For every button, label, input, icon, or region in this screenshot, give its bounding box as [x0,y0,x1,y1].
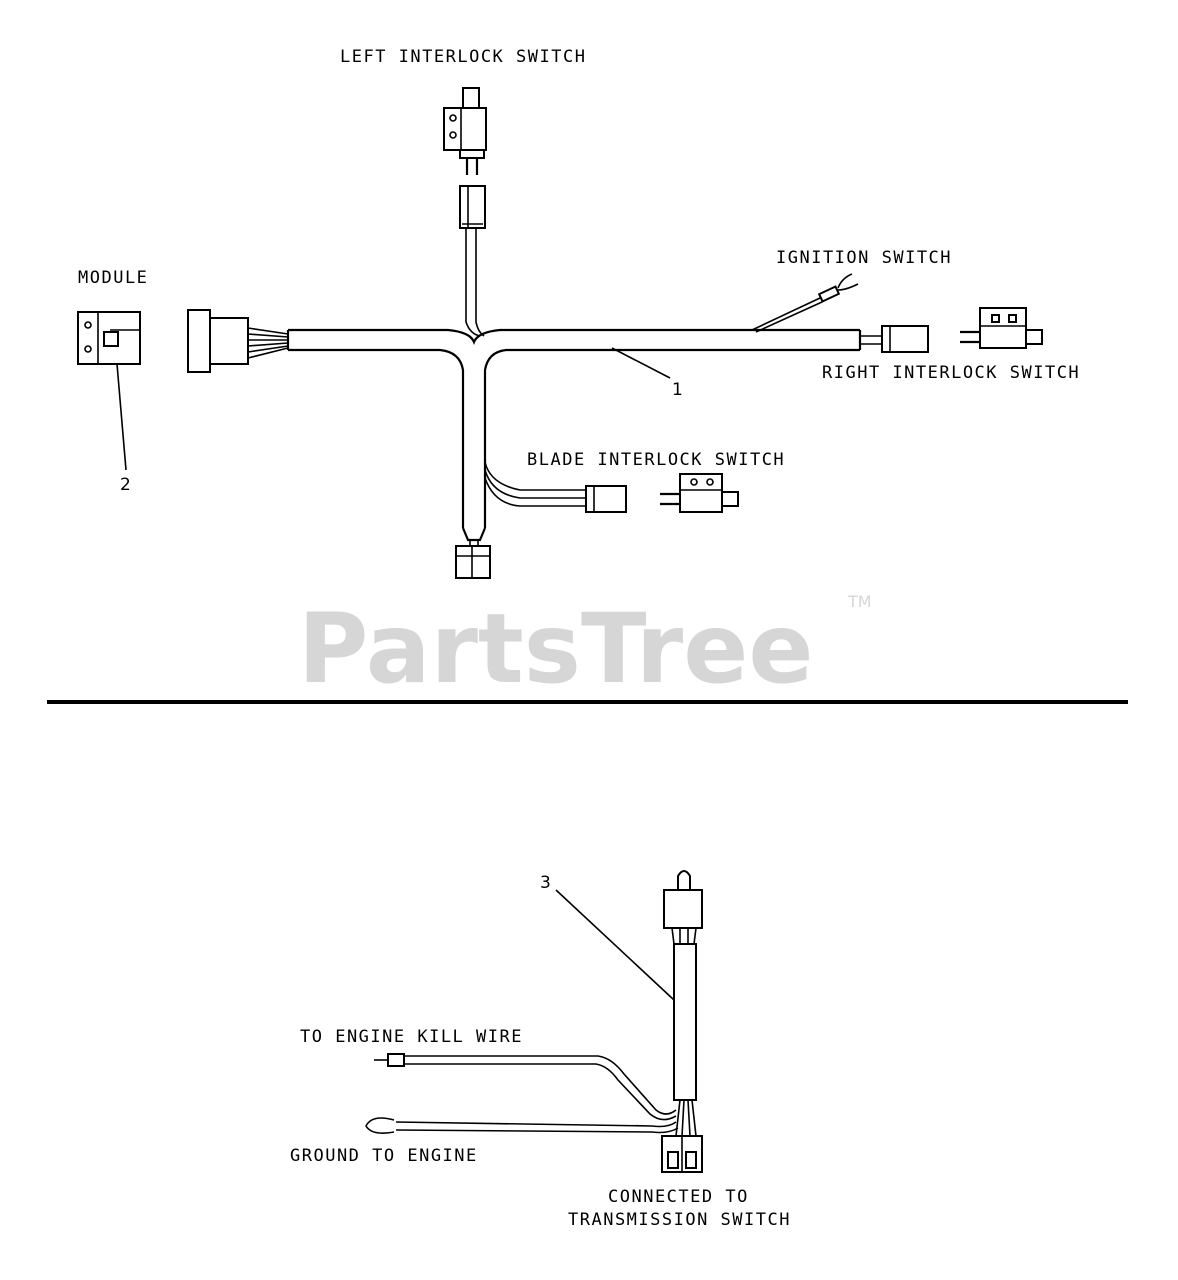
blade-interlock-branch[interactable] [484,461,627,513]
module-label: MODULE [78,268,148,288]
watermark-trademark: TM [847,592,872,611]
connected-to-label: CONNECTED TO [608,1187,749,1207]
left-interlock-switch-label: LEFT INTERLOCK SWITCH [340,47,586,67]
harness-bottom-connector[interactable] [455,527,491,579]
engine-kill-wire[interactable] [374,1053,677,1121]
harness-callout-leader [611,347,671,379]
harness-module-connector[interactable] [187,309,289,373]
harness-callout-number: 1 [672,380,683,400]
ground-wire[interactable] [365,1117,679,1134]
left-interlock-connector[interactable] [459,185,486,229]
blade-interlock-switch[interactable] [660,473,739,513]
module-callout-number: 2 [120,475,131,495]
transmission-harness-callout-number: 3 [540,873,551,893]
ignition-switch-label: IGNITION SWITCH [776,248,952,268]
ignition-switch-wire[interactable] [751,273,859,333]
left-interlock-switch[interactable] [443,87,487,175]
right-interlock-switch-label: RIGHT INTERLOCK SWITCH [822,363,1080,383]
module[interactable] [77,311,141,365]
module-callout-leader [116,363,127,471]
transmission-harness-callout-leader [555,889,675,1001]
section-divider [47,700,1128,704]
engine-kill-wire-label: TO ENGINE KILL WIRE [300,1027,523,1047]
blade-interlock-switch-label: BLADE INTERLOCK SWITCH [527,450,785,470]
transmission-harness[interactable] [661,870,703,1173]
right-interlock-switch[interactable] [960,307,1043,349]
watermark: PartsTree [298,593,813,705]
right-interlock-connector[interactable] [860,325,929,353]
transmission-switch-label: TRANSMISSION SWITCH [568,1210,791,1230]
ground-to-engine-label: GROUND TO ENGINE [290,1146,478,1166]
